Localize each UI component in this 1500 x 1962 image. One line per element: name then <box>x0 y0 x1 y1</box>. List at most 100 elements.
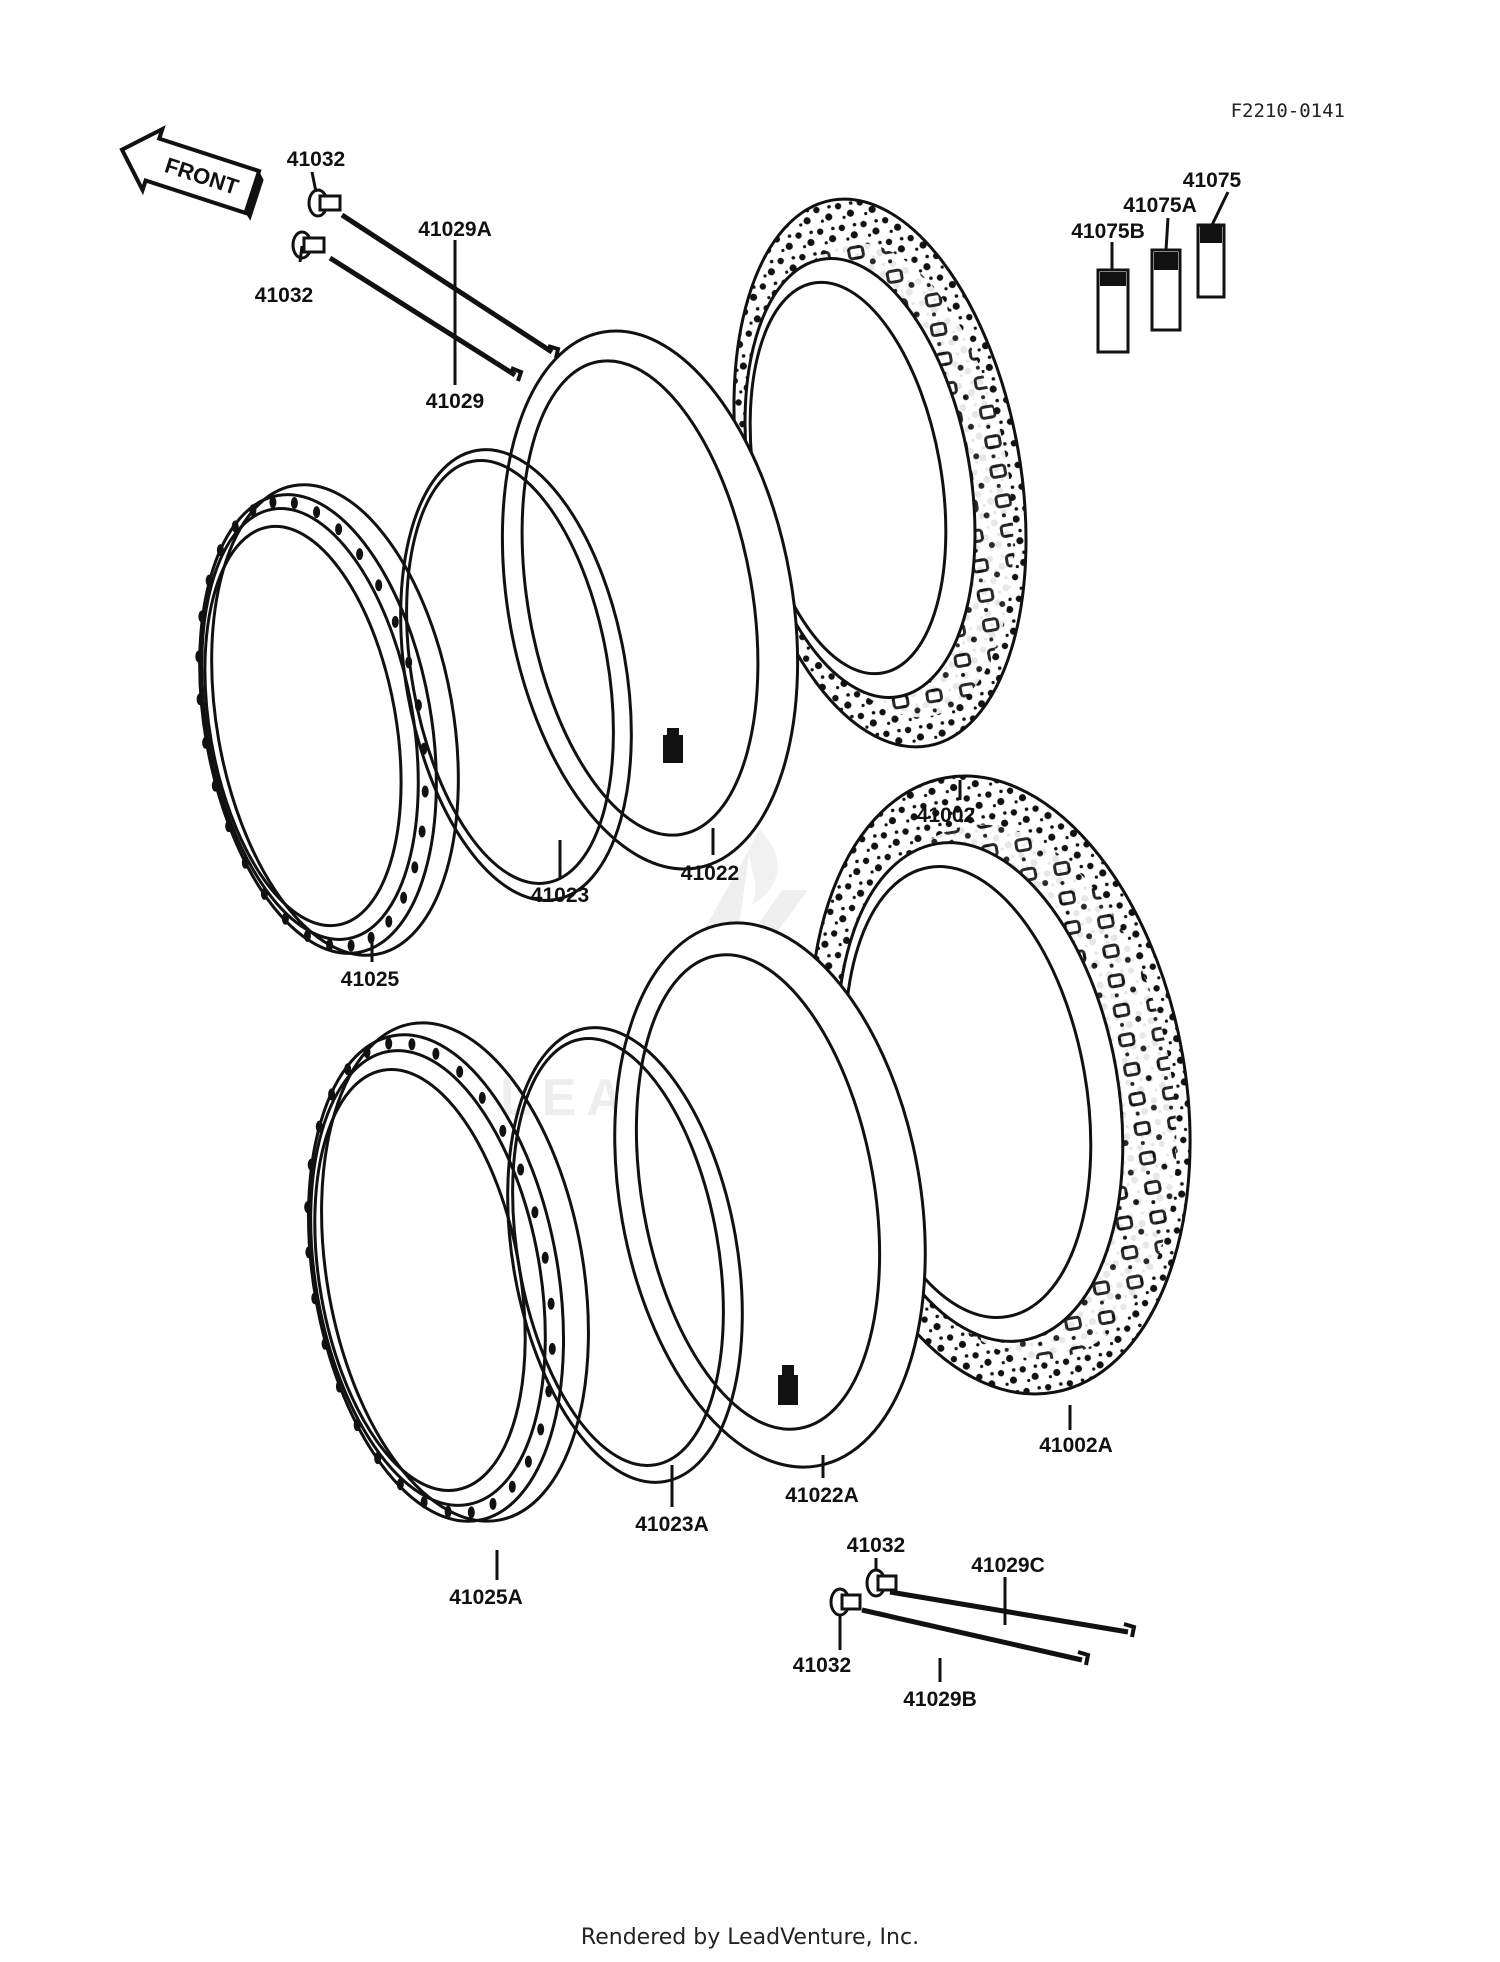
spoke-hole <box>363 1046 371 1059</box>
spoke-hole <box>548 1342 556 1355</box>
label-41029A: 41029A <box>418 218 492 241</box>
spoke-hole <box>541 1251 549 1264</box>
spoke-hole <box>408 1038 416 1051</box>
tube-41022A <box>613 921 927 1469</box>
spoke-41029B <box>861 1607 1091 1666</box>
valve-cap-41075B <box>1096 268 1130 354</box>
spoke-hole <box>405 656 413 669</box>
label-41029B: 41029B <box>903 1688 977 1711</box>
label-41025: 41025 <box>341 968 400 991</box>
spoke-hole <box>211 779 219 792</box>
nipple-41032-upper <box>307 188 342 218</box>
tube-valve-41022 <box>663 728 683 763</box>
spoke-hole <box>353 1419 361 1432</box>
label-41029C: 41029C <box>971 1554 1045 1577</box>
spoke-hole <box>326 939 334 951</box>
leader-lines <box>298 171 1230 1682</box>
spoke-hole <box>195 650 203 663</box>
label-41075: 41075 <box>1183 169 1242 192</box>
spoke-hole <box>478 1091 486 1104</box>
spoke-hole <box>421 785 429 798</box>
rim-spoke-holes-41025A <box>304 1037 556 1519</box>
front-direction-arrow: FRONT <box>119 125 264 221</box>
spoke-hole <box>307 1158 315 1171</box>
spoke-hole <box>305 1246 313 1259</box>
nipple-41032-lower-b <box>829 1587 862 1617</box>
spoke-hole <box>547 1297 555 1310</box>
spoke-hole <box>508 1480 516 1493</box>
spoke-hole <box>225 820 233 833</box>
figure-reference-code: F2210-0141 <box>1231 100 1345 122</box>
spoke-hole <box>198 610 206 623</box>
nipple-41032-lower <box>291 230 326 260</box>
spoke-hole <box>304 1201 312 1214</box>
spoke-hole <box>290 497 298 509</box>
label-41002: 41002 <box>917 804 975 827</box>
spoke-hole <box>216 544 224 557</box>
spoke-hole <box>467 1506 475 1519</box>
spoke-hole <box>205 574 213 587</box>
spoke-hole <box>281 912 289 925</box>
spoke-hole <box>375 579 383 592</box>
spoke-hole <box>249 504 257 517</box>
spoke-hole <box>444 1505 452 1518</box>
spoke-hole <box>260 887 268 900</box>
label-41075B: 41075B <box>1071 220 1145 243</box>
label-41032-bottom-lower: 41032 <box>793 1654 851 1677</box>
spoke-41029A <box>340 212 561 359</box>
spoke-hole <box>391 615 399 628</box>
spoke-41029 <box>328 255 524 382</box>
rim-spoke-holes-41025 <box>195 496 429 952</box>
footer-credit: Rendered by LeadVenture, Inc. <box>581 1925 919 1950</box>
label-41022: 41022 <box>681 862 739 885</box>
spoke-hole <box>335 523 343 536</box>
label-41002A: 41002A <box>1039 1434 1113 1457</box>
spoke-hole <box>347 939 355 952</box>
spoke-hole <box>241 856 249 869</box>
spoke-hole <box>400 891 408 904</box>
spoke-hole <box>335 1380 343 1393</box>
spoke-hole <box>531 1206 539 1219</box>
spoke-hole <box>269 496 277 509</box>
spoke-hole <box>499 1124 507 1137</box>
spoke-hole <box>418 825 426 838</box>
label-41075A: 41075A <box>1123 194 1197 217</box>
spoke-hole <box>321 1337 329 1350</box>
spoke-hole <box>344 1063 352 1076</box>
tire-41002 <box>732 197 1028 749</box>
spoke-hole <box>411 861 419 874</box>
spoke-hole <box>420 1496 428 1509</box>
label-41032-top-upper: 41032 <box>287 148 345 171</box>
spoke-hole <box>517 1163 525 1176</box>
spoke-hole <box>196 693 204 706</box>
spoke-hole <box>396 1478 404 1491</box>
spoke-hole <box>328 1088 336 1101</box>
spoke-hole <box>385 1037 393 1050</box>
spoke-hole <box>231 520 239 533</box>
spoke-hole <box>545 1385 553 1398</box>
spoke-hole <box>537 1423 545 1436</box>
label-41023: 41023 <box>531 884 589 907</box>
label-41032-bottom-upper: 41032 <box>847 1534 905 1557</box>
label-41032-top-lower: 41032 <box>255 284 313 307</box>
spoke-hole <box>311 1292 319 1305</box>
label-41025A: 41025A <box>449 1586 523 1609</box>
label-41029: 41029 <box>426 390 484 413</box>
spoke-hole <box>414 699 422 712</box>
label-41023A: 41023A <box>635 1513 709 1536</box>
spoke-hole <box>313 506 321 519</box>
spoke-hole <box>356 548 364 561</box>
spoke-hole <box>374 1452 382 1465</box>
spoke-hole <box>489 1497 497 1510</box>
rim-41025A <box>304 1021 590 1523</box>
valve-cap-41075 <box>1196 223 1226 299</box>
spoke-hole <box>524 1455 532 1468</box>
spoke-hole <box>432 1047 440 1060</box>
tube-valve-41022A <box>778 1365 798 1405</box>
spoke-hole <box>456 1065 464 1078</box>
spoke-hole <box>303 929 311 942</box>
part-labels: 41032 41029A 41032 41029 41075 41075A 41… <box>255 148 1242 1711</box>
label-41022A: 41022A <box>785 1484 859 1507</box>
spoke-hole <box>202 736 210 749</box>
